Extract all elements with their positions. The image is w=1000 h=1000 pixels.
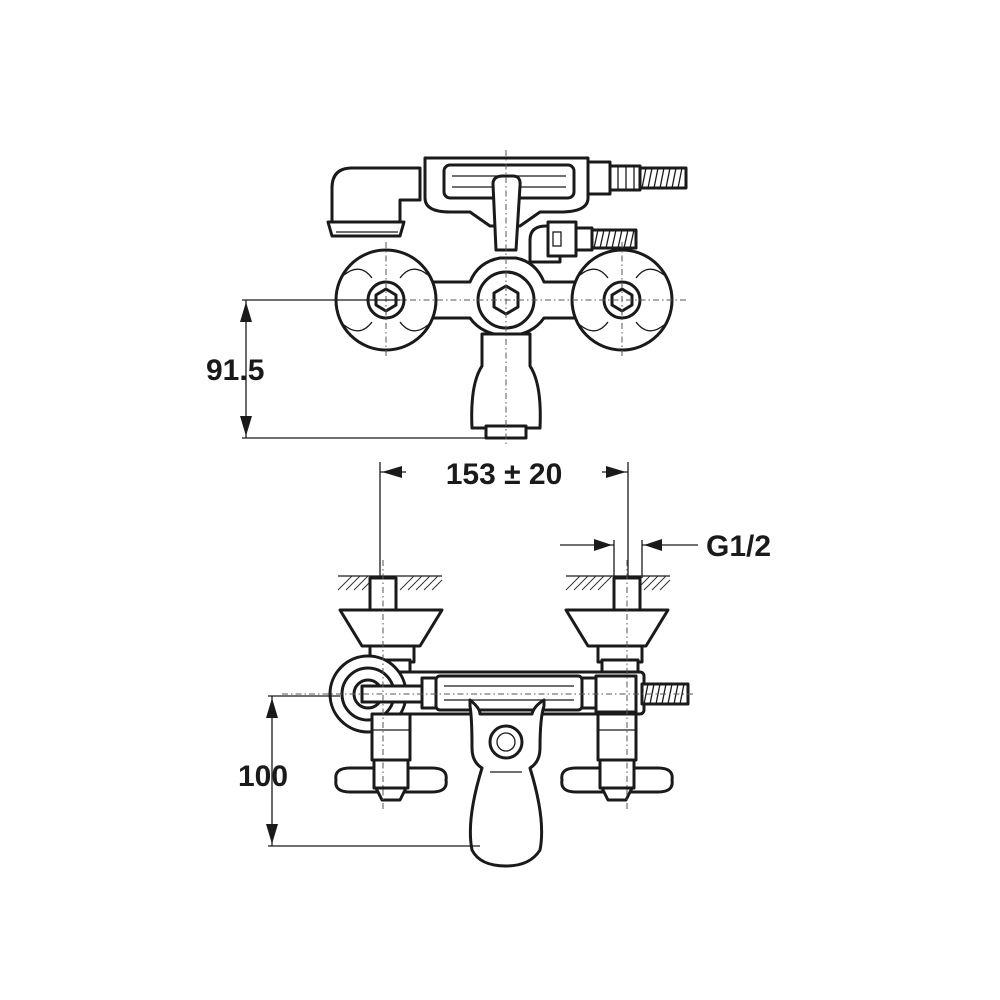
dimension-height-top-view: 91.5	[206, 299, 488, 439]
dimension-thread: G1/2	[560, 530, 771, 578]
dimension-height-front-view: 100	[238, 695, 480, 847]
right-eccentric-inlet	[564, 576, 670, 674]
dimension-label-91-5: 91.5	[206, 354, 264, 387]
front-view	[282, 560, 696, 868]
left-valve-handle	[334, 712, 448, 802]
top-hose	[638, 166, 688, 190]
dimension-label-100: 100	[238, 760, 288, 793]
diverter-outlet	[528, 220, 638, 264]
hand-shower-head	[326, 166, 422, 238]
dimension-label-153: 153 ± 20	[446, 458, 563, 491]
top-view	[248, 150, 688, 445]
dimension-spacing: 153 ± 20	[379, 452, 629, 578]
top-hose-connector	[586, 160, 642, 196]
right-valve-handle	[560, 712, 674, 802]
dimension-label-g1-2: G1/2	[706, 530, 771, 563]
spout-front	[468, 698, 546, 868]
